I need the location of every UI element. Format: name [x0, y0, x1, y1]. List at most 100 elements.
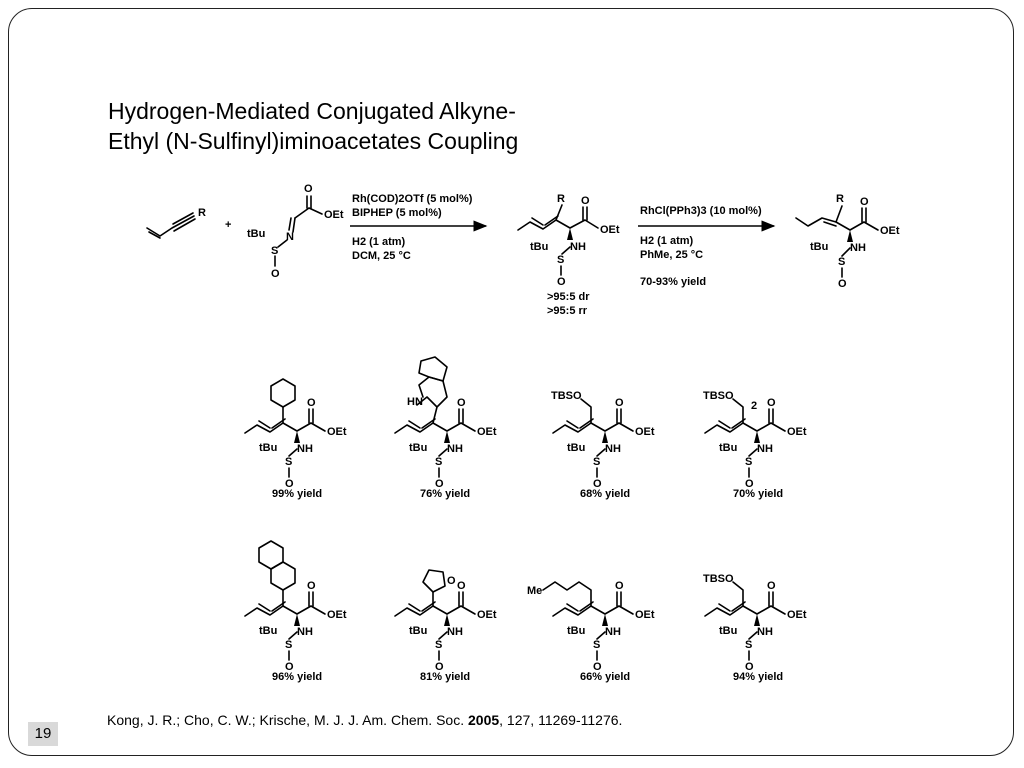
svg-text:TBSO: TBSO — [703, 390, 734, 402]
svg-text:OEt: OEt — [787, 609, 807, 621]
svg-text:O: O — [593, 661, 602, 673]
svg-text:O: O — [860, 196, 869, 208]
svg-text:NH: NH — [297, 443, 313, 455]
svg-text:Me: Me — [527, 585, 542, 597]
svg-text:OEt: OEt — [477, 426, 497, 438]
svg-text:O: O — [285, 661, 294, 673]
product-4-yield: 70% yield — [733, 488, 783, 500]
svg-text:tBu: tBu — [810, 241, 828, 253]
svg-text:S: S — [838, 256, 845, 268]
sulfinyl-imine-reactant: O OEt N S tBu O — [247, 183, 344, 280]
product-6-yield: 81% yield — [420, 671, 470, 683]
slide-number: 19 — [28, 722, 58, 746]
svg-text:O: O — [457, 397, 466, 409]
citation: Kong, J. R.; Cho, C. W.; Krische, M. J. … — [107, 712, 622, 728]
svg-text:tBu: tBu — [247, 228, 265, 240]
arrow2-catalyst: RhCl(PPh3)3 (10 mol%) — [640, 205, 762, 217]
arrow2-h2: H2 (1 atm) — [640, 235, 694, 247]
svg-text:O: O — [307, 397, 316, 409]
svg-text:OEt: OEt — [635, 426, 655, 438]
svg-text:O: O — [304, 183, 313, 195]
svg-text:TBSO: TBSO — [703, 573, 734, 585]
svg-text:O: O — [581, 195, 590, 207]
svg-text:O: O — [435, 661, 444, 673]
svg-text:TBSO: TBSO — [551, 390, 582, 402]
svg-text:O: O — [838, 278, 847, 290]
arrow2-yield: 70-93% yield — [640, 276, 706, 288]
citation-year: 2005 — [468, 712, 500, 728]
svg-text:O: O — [447, 575, 456, 587]
slide-title: Hydrogen-Mediated Conjugated Alkyne- Eth… — [108, 96, 518, 156]
arrow2-conditions: PhMe, 25 °C — [640, 249, 703, 261]
svg-text:S: S — [285, 456, 292, 468]
svg-text:NH: NH — [757, 626, 773, 638]
svg-text:S: S — [557, 254, 564, 266]
svg-text:tBu: tBu — [567, 625, 585, 637]
svg-text:O: O — [767, 397, 776, 409]
svg-text:OEt: OEt — [880, 225, 900, 237]
svg-text:NH: NH — [757, 443, 773, 455]
svg-text:HN: HN — [407, 396, 423, 408]
svg-text:S: S — [435, 639, 442, 651]
svg-text:O: O — [307, 580, 316, 592]
product-2-yield: 76% yield — [420, 488, 470, 500]
svg-text:NH: NH — [850, 242, 866, 254]
diene-product: R O OEt NH S tBu O — [517, 193, 620, 288]
arrow1-catalyst: Rh(COD)2OTf (5 mol%) — [352, 193, 473, 205]
svg-text:S: S — [593, 456, 600, 468]
svg-text:R: R — [557, 193, 565, 205]
svg-text:NH: NH — [447, 626, 463, 638]
svg-text:S: S — [435, 456, 442, 468]
product-8-yield: 94% yield — [733, 671, 783, 683]
svg-text:tBu: tBu — [719, 442, 737, 454]
rr-selectivity: >95:5 rr — [547, 305, 588, 317]
arrow1-conditions: DCM, 25 °C — [352, 250, 411, 262]
svg-text:O: O — [457, 580, 466, 592]
svg-text:R: R — [836, 193, 844, 205]
svg-text:NH: NH — [297, 626, 313, 638]
svg-text:O: O — [285, 478, 294, 490]
svg-text:O: O — [745, 661, 754, 673]
svg-text:O: O — [767, 580, 776, 592]
svg-text:tBu: tBu — [259, 442, 277, 454]
svg-text:tBu: tBu — [409, 442, 427, 454]
svg-text:S: S — [285, 639, 292, 651]
svg-text:OEt: OEt — [477, 609, 497, 621]
svg-text:NH: NH — [570, 241, 586, 253]
svg-text:OEt: OEt — [635, 609, 655, 621]
svg-text:N: N — [286, 231, 294, 243]
svg-text:O: O — [615, 580, 624, 592]
svg-text:S: S — [745, 639, 752, 651]
svg-text:S: S — [593, 639, 600, 651]
arrow1-h2: H2 (1 atm) — [352, 236, 406, 248]
svg-text:O: O — [435, 478, 444, 490]
citation-rest: , 127, 11269-11276. — [499, 712, 623, 728]
dr-selectivity: >95:5 dr — [547, 291, 590, 303]
svg-text:S: S — [271, 245, 278, 257]
svg-text:OEt: OEt — [600, 224, 620, 236]
svg-text:O: O — [271, 268, 280, 280]
svg-text:2: 2 — [751, 400, 757, 412]
svg-text:tBu: tBu — [530, 241, 548, 253]
svg-text:OEt: OEt — [324, 209, 344, 221]
citation-authors: Kong, J. R.; Cho, C. W.; Krische, M. J. … — [107, 712, 465, 728]
svg-text:S: S — [745, 456, 752, 468]
alkene-product: R O OEt NH S tBu O — [795, 193, 900, 290]
svg-text:NH: NH — [605, 443, 621, 455]
slide-frame — [8, 8, 1014, 756]
arrow1-ligand: BIPHEP (5 mol%) — [352, 207, 442, 219]
svg-text:O: O — [593, 478, 602, 490]
plus-sign: + — [225, 219, 231, 231]
svg-text:tBu: tBu — [259, 625, 277, 637]
svg-text:O: O — [615, 397, 624, 409]
product-1-yield: 99% yield — [272, 488, 322, 500]
